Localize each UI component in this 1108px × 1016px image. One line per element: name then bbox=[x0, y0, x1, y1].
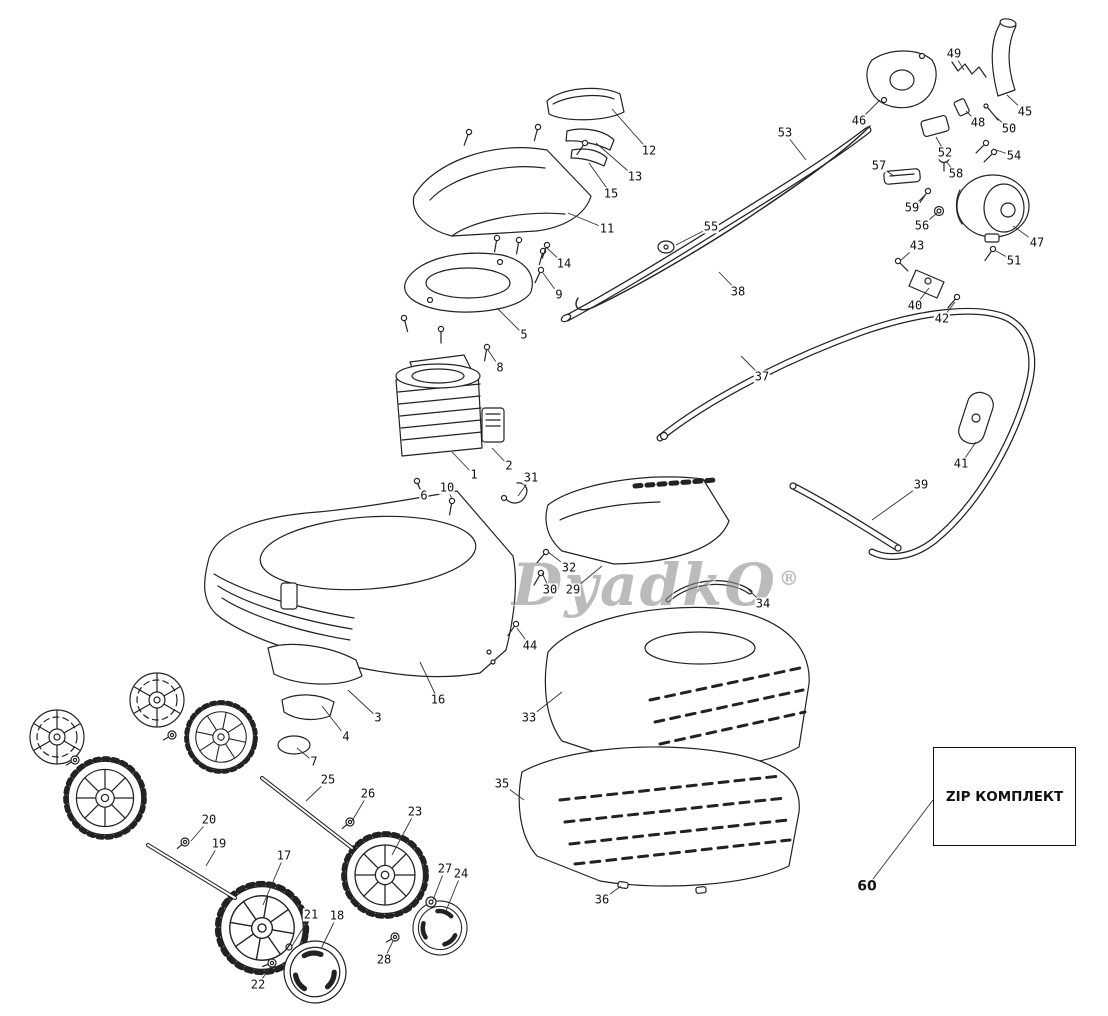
capacitor bbox=[481, 407, 505, 443]
axles bbox=[146, 776, 354, 900]
handlebar-upper bbox=[560, 126, 872, 323]
motor bbox=[395, 354, 505, 457]
upper-handle-tube bbox=[991, 18, 1017, 97]
spring bbox=[951, 61, 987, 78]
engine-cover bbox=[412, 147, 592, 237]
registered-mark: ® bbox=[778, 565, 801, 590]
top-cover-part bbox=[546, 87, 625, 167]
blade-parts bbox=[267, 643, 363, 755]
catcher-upper-shell bbox=[544, 580, 810, 770]
watermark: DyadkO® bbox=[512, 556, 801, 614]
watermark-text: DyadkO bbox=[512, 551, 777, 619]
zip-kit-label: ZIP КОМПЛЕКТ bbox=[945, 788, 1064, 805]
switch-housing bbox=[883, 98, 999, 217]
mower-deck bbox=[204, 490, 517, 678]
handlebar-lower bbox=[656, 307, 1036, 560]
electric-motor bbox=[955, 174, 1030, 243]
power-cable bbox=[575, 125, 871, 311]
catcher-lid bbox=[545, 476, 730, 565]
air-filter-cover bbox=[404, 252, 533, 313]
zip-kit-box: ZIP КОМПЛЕКТ bbox=[933, 747, 1076, 846]
wheels bbox=[29, 672, 471, 1010]
handle-bracket bbox=[908, 269, 945, 299]
catcher-lower-shell bbox=[518, 746, 800, 894]
switch-bracket bbox=[866, 50, 937, 109]
handle-grip bbox=[958, 391, 994, 445]
cable-connector bbox=[500, 482, 528, 504]
handlebar-crossbar bbox=[789, 482, 902, 552]
